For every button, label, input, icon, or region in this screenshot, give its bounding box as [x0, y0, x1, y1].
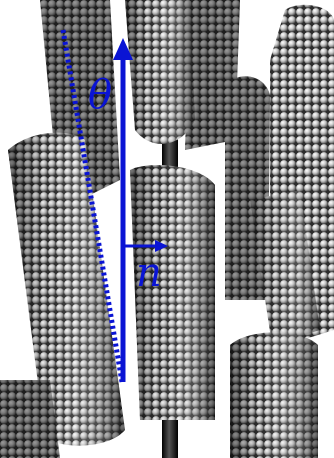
tube-bottom-left: [0, 380, 60, 458]
theta-label: θ: [88, 72, 112, 118]
tube-upper-center-shade: [125, 0, 195, 144]
tube-bottom-right-shade: [230, 332, 318, 458]
n-label: n: [136, 250, 162, 296]
